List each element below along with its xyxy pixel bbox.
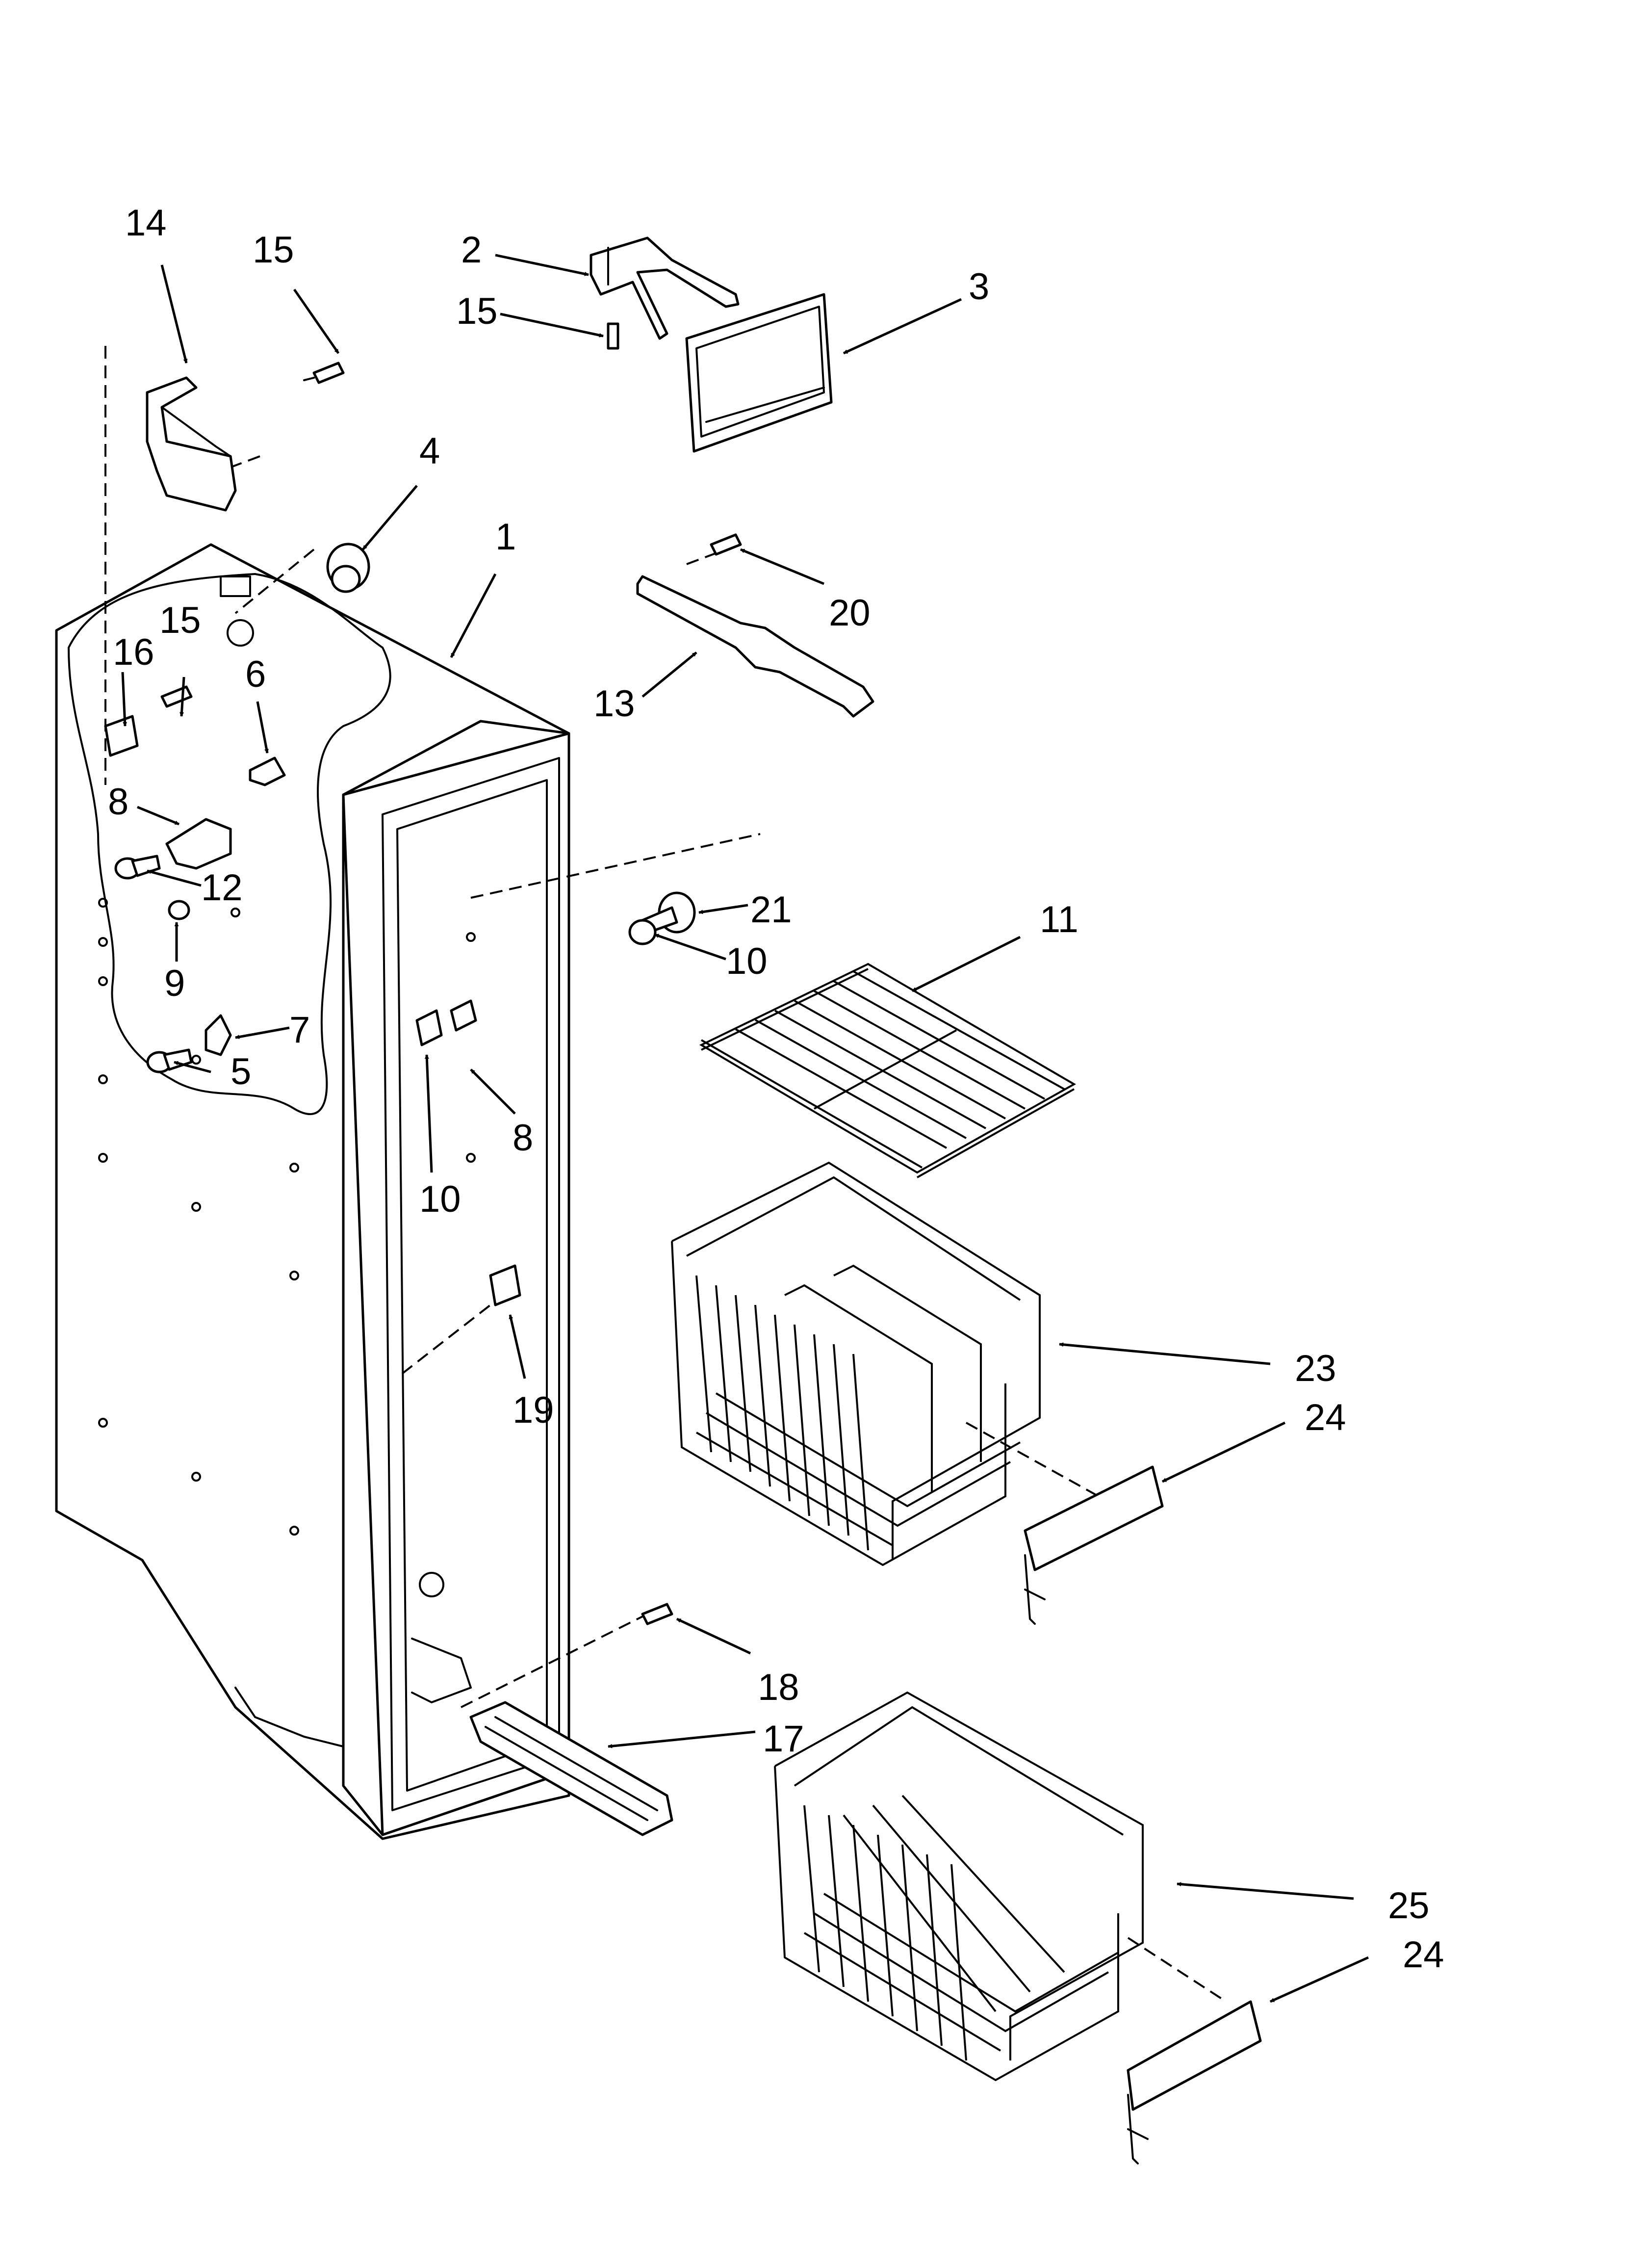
callout-18: 18 (758, 1667, 799, 1708)
part-10-11-inner-clips (415, 999, 477, 1046)
callout-10-bushing: 10 (726, 940, 768, 982)
callout-15-inner: 15 (159, 600, 201, 641)
callout-9: 9 (164, 963, 185, 1004)
part-4-knob (326, 543, 370, 593)
part-23-upper-basket (671, 1161, 1041, 1566)
callout-12: 12 (201, 867, 243, 909)
callout-2: 2 (461, 229, 482, 271)
part-5-screw (146, 1048, 193, 1073)
callout-5: 5 (231, 1051, 251, 1093)
callout-14: 14 (125, 202, 167, 244)
screw-15-hinge (607, 322, 619, 350)
callout-15-hinge: 15 (456, 290, 498, 332)
part-24-upper-handle (1024, 1465, 1164, 1625)
part-24-lower-handle (1127, 2000, 1262, 2164)
freezer-liner (55, 543, 570, 1840)
part-25-lower-basket (774, 1691, 1144, 2082)
leader-arrows (121, 254, 1369, 2003)
callout-8-left: 8 (108, 781, 128, 823)
callout-23: 23 (1295, 1348, 1336, 1389)
part-6-clip (249, 756, 286, 786)
part-12-screw (114, 855, 161, 880)
callout-19: 19 (513, 1389, 554, 1431)
part-19-switch (489, 1264, 521, 1306)
assembly-lines (104, 346, 1227, 2003)
screw-20 (710, 533, 742, 556)
callout-20: 20 (829, 592, 871, 634)
part-21-bushing (628, 891, 696, 945)
part-2-hinge (590, 236, 740, 340)
part-11-shelf (699, 963, 1077, 1178)
callout-labels: 14 15 2 15 3 4 1 20 13 15 16 6 8 12 9 7 … (108, 202, 1444, 1976)
part-3-trim (685, 293, 833, 453)
part-17-base-grille (469, 1701, 673, 1836)
callout-15-top: 15 (253, 229, 294, 271)
screw-15-top (303, 362, 345, 384)
callout-24-upper: 24 (1305, 1397, 1346, 1438)
callout-6: 6 (245, 653, 266, 695)
part-7-bracket (205, 1014, 232, 1056)
part-16-clip (104, 715, 139, 757)
part-13-rail (636, 575, 874, 718)
callout-16: 16 (113, 631, 154, 673)
callout-8-inner: 8 (513, 1117, 533, 1159)
callout-10-inner: 10 (419, 1178, 461, 1220)
screw-18 (641, 1603, 673, 1625)
callout-4: 4 (419, 430, 440, 472)
callout-25: 25 (1388, 1885, 1430, 1927)
callout-17: 17 (763, 1718, 804, 1760)
callout-24-lower: 24 (1403, 1934, 1444, 1976)
part-8-bracket (165, 818, 232, 870)
callout-21: 21 (750, 889, 792, 931)
callout-1: 1 (495, 516, 516, 558)
callout-13: 13 (593, 683, 635, 725)
part-9-plug (168, 900, 190, 920)
part-14-upper-bracket (146, 376, 237, 512)
callout-11: 11 (1040, 899, 1078, 940)
callout-7: 7 (289, 1009, 310, 1051)
callout-3: 3 (969, 266, 989, 308)
